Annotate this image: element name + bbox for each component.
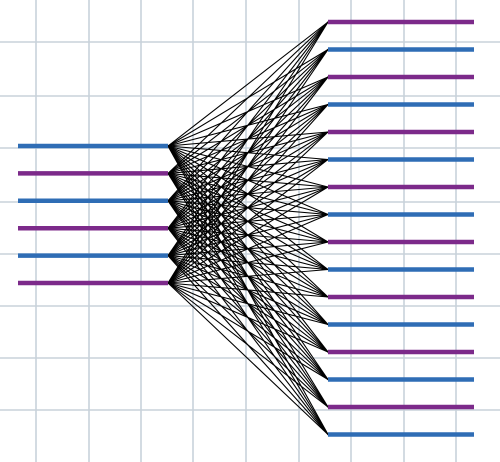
right-port-group	[328, 19, 474, 437]
connector-l6-r11	[167, 282, 329, 298]
connector-l4-r1	[167, 21, 329, 229]
connector-l6-r8	[167, 213, 329, 284]
connector-l5-r1	[167, 21, 329, 257]
connector-lines	[167, 21, 329, 436]
connector-l6-r16	[167, 282, 329, 436]
connector-l6-r14	[167, 282, 329, 381]
connector-l6-r9	[167, 241, 329, 284]
connector-l6-r3	[167, 76, 329, 284]
connector-l3-r1	[167, 21, 329, 202]
connector-l1-r1	[167, 21, 329, 147]
connector-l6-r15	[167, 282, 329, 408]
connector-l6-r10	[167, 268, 329, 284]
left-port-group	[18, 143, 168, 286]
connector-l6-r13	[167, 282, 329, 353]
connector-l6-r6	[167, 158, 329, 284]
connector-l6-r2	[167, 48, 329, 284]
connector-l2-r1	[167, 21, 329, 174]
connector-l6-r5	[167, 131, 329, 284]
connector-l6-r1	[167, 21, 329, 284]
connector-l6-r12	[167, 282, 329, 326]
connector-l6-r7	[167, 186, 329, 284]
connector-l6-r4	[167, 103, 329, 284]
